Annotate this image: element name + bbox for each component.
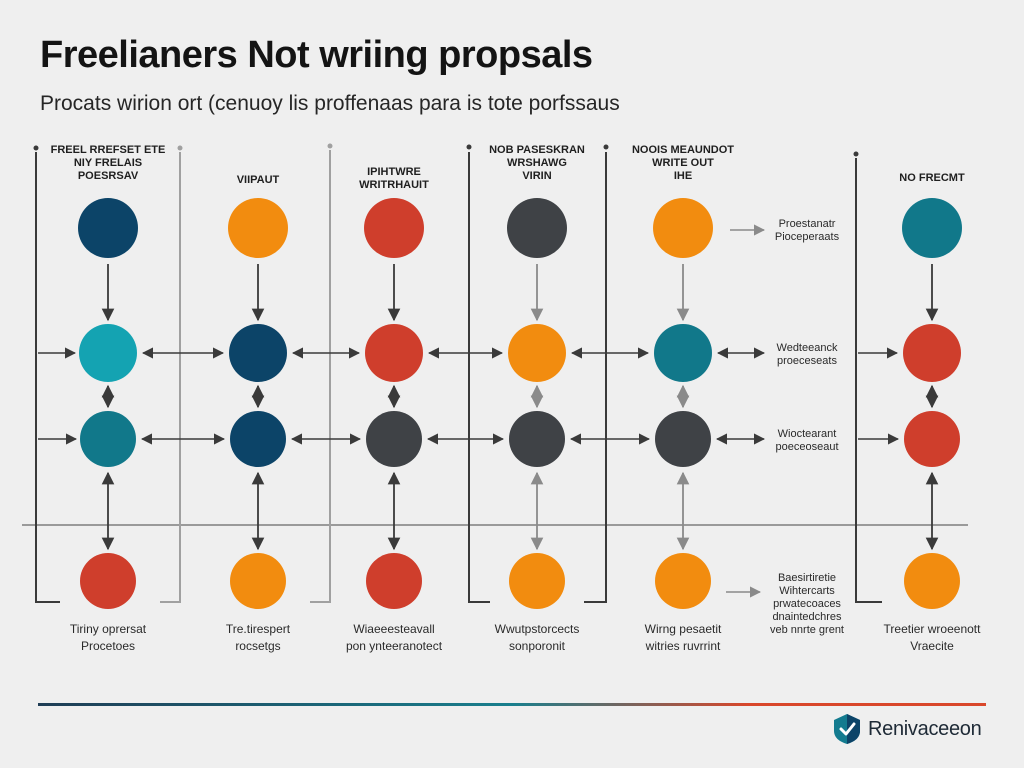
process-node bbox=[366, 553, 422, 609]
process-node bbox=[655, 553, 711, 609]
side-label: Proestanatr Pioceperaats bbox=[774, 218, 840, 243]
column-header: NOOIS MEAUNDOT WRITE OUT IHE bbox=[631, 144, 735, 182]
process-node bbox=[364, 198, 424, 258]
link-dot bbox=[680, 393, 686, 399]
bracket-dot bbox=[853, 151, 859, 157]
process-node bbox=[230, 411, 286, 467]
process-node bbox=[78, 198, 138, 258]
link-dot bbox=[255, 393, 261, 399]
column-header: FREEL RREFSET ETE NIY FRELAIS POESRSAV bbox=[50, 144, 166, 182]
brand-name: Renivaceeon bbox=[868, 717, 982, 740]
footer-line bbox=[38, 703, 986, 706]
bracket-dot bbox=[327, 143, 333, 149]
side-label: Wioctearant poeceoseaut bbox=[775, 428, 839, 453]
footer-label: Tre.tirespert rocsetgs bbox=[225, 622, 291, 653]
process-node bbox=[655, 411, 711, 467]
column-bracket bbox=[310, 150, 331, 603]
side-label: Baesirtiretie Wihtercarts prwatecoaces d… bbox=[770, 572, 844, 636]
side-label: Wedteeanck proeceseats bbox=[776, 342, 838, 367]
column-header: VIIPAUT bbox=[236, 174, 280, 186]
bracket-dot bbox=[33, 145, 39, 151]
column-bracket bbox=[855, 158, 882, 603]
process-node bbox=[902, 198, 962, 258]
process-node bbox=[904, 553, 960, 609]
process-node bbox=[654, 324, 712, 382]
link-dot bbox=[534, 393, 540, 399]
process-node bbox=[509, 553, 565, 609]
process-node bbox=[507, 198, 567, 258]
process-node bbox=[79, 324, 137, 382]
column-header: NO FRECMT bbox=[899, 172, 965, 184]
column-header: IPIHTWRE WRITRHAUIT bbox=[359, 166, 429, 191]
bracket-dot bbox=[177, 145, 183, 151]
link-dot bbox=[105, 393, 111, 399]
column-bracket bbox=[468, 152, 490, 603]
column-bracket bbox=[35, 152, 60, 603]
link-dot bbox=[929, 393, 935, 399]
footer-label: Wwutpstorcects sonporonit bbox=[494, 622, 580, 653]
process-node bbox=[903, 324, 961, 382]
process-node bbox=[229, 324, 287, 382]
footer-label: Wirng pesaetit witries ruvrrint bbox=[644, 622, 722, 653]
process-node bbox=[366, 411, 422, 467]
column-header: NOB PASESKRAN WRSHAWG VIRIN bbox=[489, 144, 585, 182]
process-node bbox=[904, 411, 960, 467]
column-bracket bbox=[584, 152, 607, 603]
process-node bbox=[509, 411, 565, 467]
link-dot bbox=[391, 393, 397, 399]
footer-label: Tiriny oprersat Procetoes bbox=[69, 622, 147, 653]
process-node bbox=[230, 553, 286, 609]
process-node bbox=[365, 324, 423, 382]
process-node bbox=[80, 553, 136, 609]
process-node bbox=[653, 198, 713, 258]
page-title: Freelianers Not wriing propsals bbox=[40, 34, 593, 76]
process-node bbox=[80, 411, 136, 467]
footer-label: Wiaeeesteavall pon ynteeranotect bbox=[345, 622, 443, 653]
process-node bbox=[228, 198, 288, 258]
brand-logo: Renivaceeon bbox=[832, 712, 982, 746]
page-subtitle: Proсats wirion ort (cenuoy lis proffenaa… bbox=[40, 92, 620, 115]
column-bracket bbox=[160, 152, 181, 603]
check-shield-icon bbox=[834, 714, 860, 744]
footer-label: Treetier wroeenott Vraecite bbox=[883, 622, 981, 653]
bracket-dot bbox=[466, 144, 472, 150]
process-node bbox=[508, 324, 566, 382]
bracket-dot bbox=[603, 144, 609, 150]
